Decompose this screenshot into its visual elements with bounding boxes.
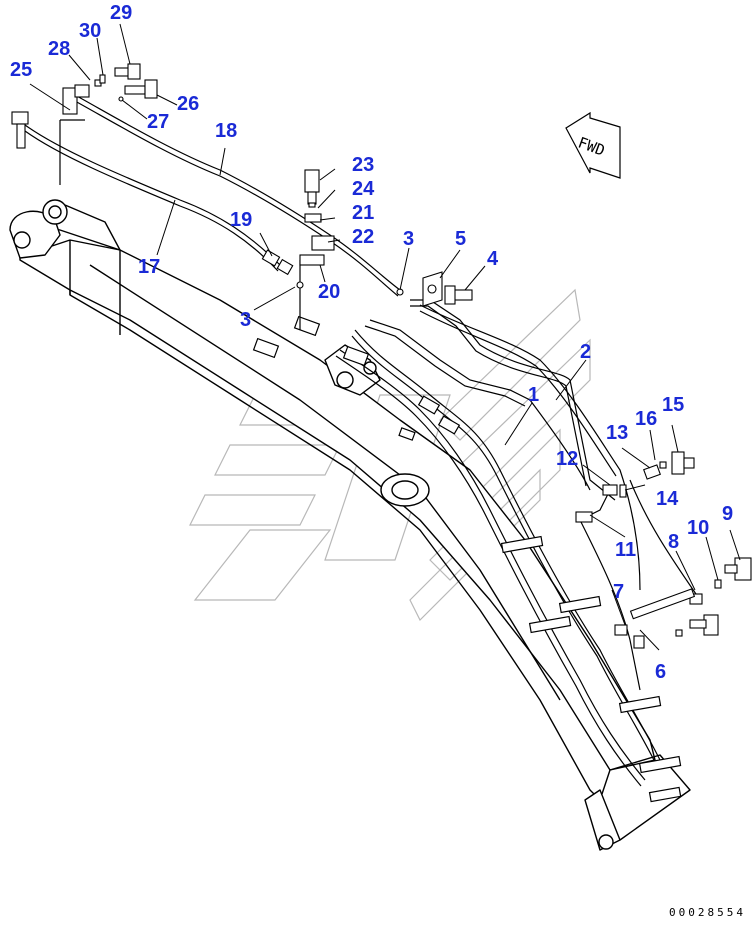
callout-2: 2	[580, 341, 592, 363]
fasteners	[11, 63, 752, 649]
callout-5: 5	[455, 228, 467, 250]
callout-25: 25	[10, 59, 33, 81]
leader-lines	[29, 23, 741, 651]
callout-17: 17	[138, 256, 161, 278]
callout-12: 12	[556, 448, 579, 470]
callout-4: 4	[487, 248, 499, 270]
callout-1: 1	[528, 384, 540, 406]
callout-16: 16	[635, 408, 658, 430]
callout-18: 18	[215, 120, 238, 142]
clamp-25	[11, 111, 29, 125]
callout-24: 24	[352, 178, 375, 200]
callout-9: 9	[722, 503, 734, 525]
callout-30: 30	[79, 20, 102, 42]
callout-7: 7	[613, 581, 625, 603]
callout-21: 21	[352, 202, 375, 224]
callout-6: 6	[655, 661, 667, 683]
callout-14: 14	[656, 488, 679, 510]
watermark-logo	[189, 288, 591, 622]
document-number: 00028554	[669, 906, 746, 919]
callout-15: 15	[662, 394, 685, 416]
callout-26: 26	[177, 93, 200, 115]
callout-3b: 3	[240, 309, 252, 331]
callout-8: 8	[668, 531, 680, 553]
hose-clamps	[252, 315, 682, 803]
fwd-arrow-icon: FWD	[565, 111, 621, 179]
callout-22: 22	[352, 226, 375, 248]
callout-28: 28	[48, 38, 71, 60]
callout-10: 10	[687, 517, 710, 539]
callout-19: 19	[230, 209, 253, 231]
callout-27: 27	[147, 111, 170, 133]
boom-arm	[9, 199, 691, 851]
callout-29: 29	[110, 2, 133, 24]
callout-11: 11	[615, 539, 637, 561]
callout-20: 20	[318, 281, 341, 303]
callout-13: 13	[606, 422, 629, 444]
callout-3: 3	[403, 228, 415, 250]
callout-23: 23	[352, 154, 375, 176]
hydraulic-lines	[335, 304, 701, 787]
